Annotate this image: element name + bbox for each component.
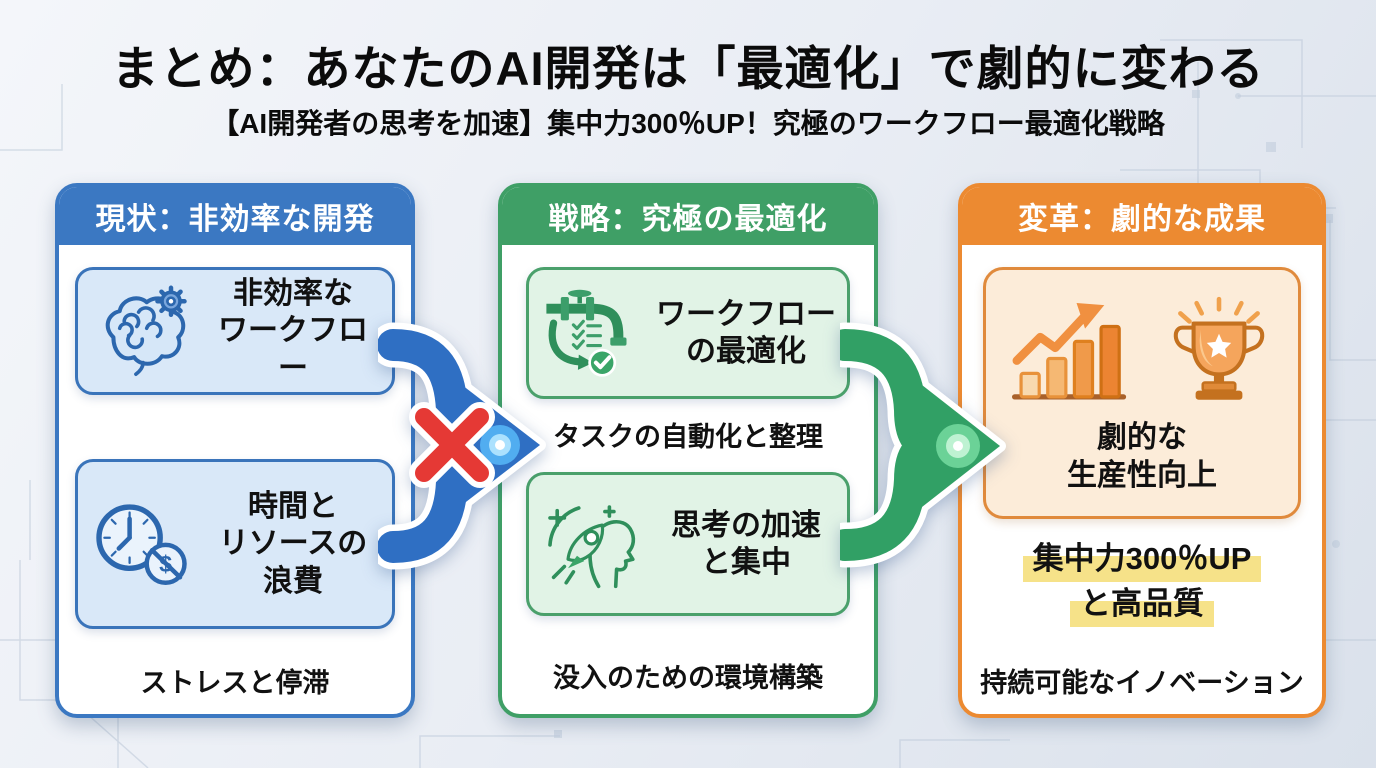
card-inefficient-workflow: 非効率な ワークフロー bbox=[75, 267, 395, 395]
card-workflow-optimization: ワークフロー の最適化 bbox=[526, 267, 850, 399]
card-label: ワークフロー の最適化 bbox=[656, 297, 836, 369]
card-label: 非効率な ワークフロー bbox=[218, 276, 368, 385]
card-accelerated-thinking: 思考の加速 と集中 bbox=[526, 472, 850, 616]
tangled-brain-gear-icon bbox=[88, 281, 200, 381]
highlight-line-2: と高品質 bbox=[1069, 581, 1214, 627]
workflow-pipeline-icon bbox=[539, 283, 651, 383]
card-dramatic-productivity: 劇的な 生産性向上 bbox=[983, 267, 1301, 519]
panel-results: 変革：劇的な成果 bbox=[958, 183, 1326, 718]
panel-current-header: 現状：非効率な開発 bbox=[59, 187, 411, 245]
clock-wasted-money-icon: $ bbox=[88, 494, 200, 594]
panel-strategy-body: ワークフロー の最適化 タスクの自動化と整理 bbox=[502, 245, 874, 695]
card-wasted-time-resources: $ 時間と リソースの 浪費 bbox=[75, 459, 395, 629]
panel-strategy-footer: 没入のための環境構築 bbox=[553, 663, 823, 693]
growth-flow-arrow bbox=[840, 322, 1006, 568]
panel-strategy-header: 戦略：究極の最適化 bbox=[502, 187, 874, 245]
panel-current-state: 現状：非効率な開発 bbox=[55, 183, 415, 718]
growth-chart-icon bbox=[1004, 292, 1132, 415]
strategy-caption: タスクの自動化と整理 bbox=[553, 422, 823, 452]
panel-current-footer: ストレスと停滞 bbox=[140, 668, 330, 698]
trophy-icon bbox=[1158, 292, 1280, 415]
blocked-flow-arrow bbox=[378, 322, 546, 570]
result-icons-row bbox=[1004, 292, 1280, 415]
card-label: 時間と リソースの 浪費 bbox=[218, 489, 368, 598]
card-label: 思考の加速 と集中 bbox=[671, 508, 821, 580]
red-x-icon bbox=[409, 402, 495, 488]
card-label: 劇的な 生産性向上 bbox=[1067, 421, 1217, 492]
panel-results-body: 劇的な 生産性向上 集中力300％UP と高品質 持続可能なイノベーション bbox=[962, 245, 1322, 700]
panel-current-body: 非効率な ワークフロー bbox=[59, 245, 411, 700]
rocket-mind-icon bbox=[539, 494, 651, 594]
panel-results-footer: 持続可能なイノベーション bbox=[980, 667, 1304, 698]
page-subtitle: 【AI開発者の思考を加速】集中力300％UP！究極のワークフロー最適化戦略 bbox=[211, 108, 1165, 139]
panel-results-header: 変革：劇的な成果 bbox=[962, 187, 1322, 245]
panel-strategy: 戦略：究極の最適化 bbox=[498, 183, 878, 718]
result-highlight: 集中力300％UP と高品質 bbox=[1022, 537, 1262, 627]
page-title: まとめ：あなたのAI開発は「最適化」で劇的に変わる bbox=[111, 42, 1265, 95]
highlight-line-1: 集中力300％UP bbox=[1022, 537, 1262, 582]
